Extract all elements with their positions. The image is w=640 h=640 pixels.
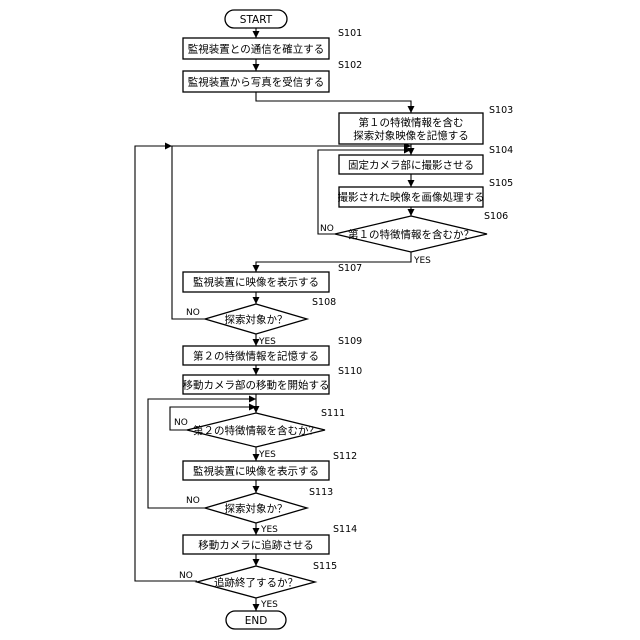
s113-step-id: S113	[309, 487, 333, 498]
s111-no-label: NO	[174, 418, 188, 428]
s112-label: 監視装置に映像を表示する	[193, 465, 319, 478]
s102-step-id: S102	[338, 60, 362, 71]
s105-label: 撮影された映像を画像処理する	[338, 191, 485, 204]
s103-step-id: S103	[489, 105, 513, 116]
process-s105: 撮影された映像を画像処理する S105	[338, 178, 514, 207]
process-s101: 監視装置との通信を確立する S101	[183, 28, 362, 59]
s115-no-label: NO	[179, 571, 193, 581]
s103-label-line2: 探索対象映像を記憶する	[353, 129, 469, 142]
s106-no-label: NO	[320, 224, 334, 234]
s114-label: 移動カメラに追跡させる	[198, 539, 314, 552]
decision-s113: 探索対象か？ S113 NO YES	[186, 487, 333, 535]
decision-s106: 第１の特徴情報を含むか？ S106 NO YES	[320, 211, 508, 266]
arrowhead	[408, 180, 415, 187]
start-label: START	[240, 14, 273, 26]
arrowhead	[253, 604, 260, 611]
s103-label-line1: 第１の特徴情報を含む	[359, 116, 464, 129]
s115-step-id: S115	[313, 561, 337, 572]
process-s103: 第１の特徴情報を含む 探索対象映像を記憶する S103	[339, 105, 513, 144]
end-terminal: END	[226, 611, 286, 629]
arrowhead	[253, 559, 260, 566]
arrowhead	[249, 396, 256, 403]
s113-no-label: NO	[186, 496, 200, 506]
arrowhead	[253, 64, 260, 71]
start-terminal: START	[225, 10, 287, 28]
s112-step-id: S112	[333, 451, 357, 462]
end-label: END	[245, 615, 268, 627]
s101-step-id: S101	[338, 28, 362, 39]
s110-label: 移動カメラ部の移動を開始する	[183, 379, 330, 392]
arrowhead	[253, 368, 260, 375]
s102-label: 監視装置から写真を受信する	[188, 76, 325, 89]
process-s104: 固定カメラ部に撮影させる S104	[339, 145, 513, 174]
arrowhead	[408, 106, 415, 113]
s115-label: 追跡終了するか？	[214, 576, 298, 589]
process-s107: 監視装置に映像を表示する S107	[183, 263, 362, 292]
arrowhead	[253, 528, 260, 535]
s105-step-id: S105	[489, 178, 513, 189]
arrowhead	[253, 31, 260, 38]
decision-s108: 探索対象か？ S108 NO YES	[186, 297, 336, 347]
process-s102: 監視装置から写真を受信する S102	[183, 60, 362, 92]
s101-label: 監視装置との通信を確立する	[188, 43, 324, 56]
s109-step-id: S109	[338, 336, 362, 347]
s114-step-id: S114	[333, 524, 357, 535]
s115-yes-label: YES	[260, 600, 278, 610]
s106-step-id: S106	[484, 211, 508, 222]
s113-label: 探索対象か？	[225, 502, 288, 515]
s108-no-label: NO	[186, 308, 200, 318]
arrowhead	[253, 486, 260, 493]
s111-label: 第２の特徴情報を含むか？	[193, 424, 319, 437]
s111-yes-label: YES	[258, 450, 276, 460]
s108-label: 探索対象か？	[225, 313, 288, 326]
arrowhead	[253, 297, 260, 304]
s104-step-id: S104	[489, 145, 513, 156]
s108-step-id: S108	[312, 297, 336, 308]
s106-yes-label: YES	[413, 256, 431, 266]
s106-label: 第１の特徴情報を含むか？	[348, 228, 474, 241]
s110-step-id: S110	[338, 366, 362, 377]
s113-yes-label: YES	[260, 525, 278, 535]
process-s110: 移動カメラ部の移動を開始する S110	[183, 366, 363, 394]
decision-s111: 第２の特徴情報を含むか？ S111 NO YES	[174, 408, 345, 460]
s111-step-id: S111	[321, 408, 345, 419]
s109-label: 第２の特徴情報を記憶する	[193, 350, 319, 363]
s107-label: 監視装置に映像を表示する	[193, 276, 319, 289]
decision-s115: 追跡終了するか？ S115 NO YES	[179, 561, 337, 610]
arrowhead	[253, 265, 260, 272]
arrowhead	[408, 209, 415, 216]
arrowhead	[165, 143, 172, 150]
s104-label: 固定カメラ部に撮影させる	[348, 159, 474, 172]
s107-step-id: S107	[338, 263, 362, 274]
